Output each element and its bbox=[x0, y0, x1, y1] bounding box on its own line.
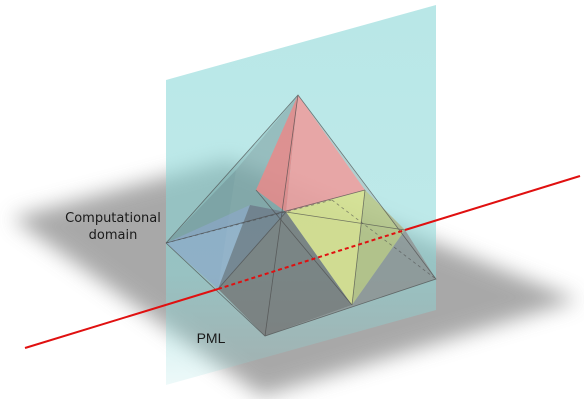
pyramid-region-red-right bbox=[286, 95, 365, 212]
computational-domain-label-line2: domain bbox=[89, 228, 138, 243]
pyramid-region-red-left bbox=[256, 95, 298, 212]
red-axis-line bbox=[24, 175, 581, 349]
pyramid-face-gray-right bbox=[265, 230, 436, 336]
computational-domain-label-line1: Computational bbox=[65, 211, 161, 226]
pyramid-region-yellow-left bbox=[286, 190, 365, 305]
pyramid-face-gray-left bbox=[218, 212, 352, 336]
pyramid-region-yellow-right bbox=[352, 190, 405, 305]
pml-label: PML bbox=[197, 330, 226, 346]
pyramid-face-left-upper bbox=[166, 95, 298, 243]
pyramid bbox=[165, 94, 437, 337]
pyramid-face-gray-mid bbox=[218, 205, 286, 289]
